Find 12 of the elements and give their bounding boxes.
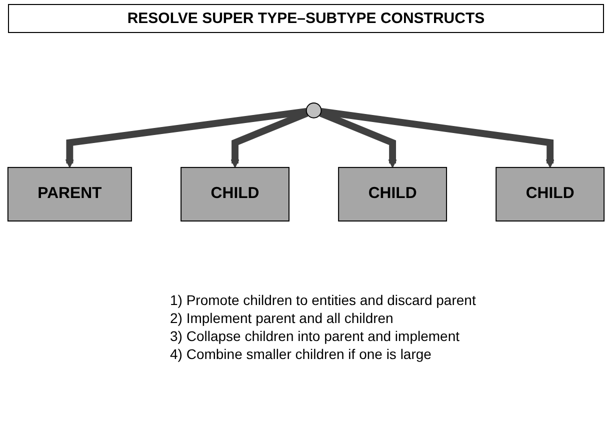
list-item: 2) Implement parent and all children (170, 309, 394, 327)
list-item: 4) Combine smaller children if one is large (170, 345, 432, 363)
node-box: CHILD (496, 166, 605, 222)
node-box: PARENT (7, 166, 132, 222)
node-box: CHILD (338, 166, 448, 222)
title: RESOLVE SUPER TYPE–SUBTYPE CONSTRUCTS (8, 4, 604, 33)
node-box: CHILD (180, 166, 290, 222)
list-item: 3) Collapse children into parent and implement (170, 327, 460, 345)
node-ellipse (306, 102, 322, 118)
arrow (65, 108, 307, 168)
arrow (320, 108, 554, 168)
list-item: 1) Promote children to entities and discard parent (170, 291, 477, 309)
